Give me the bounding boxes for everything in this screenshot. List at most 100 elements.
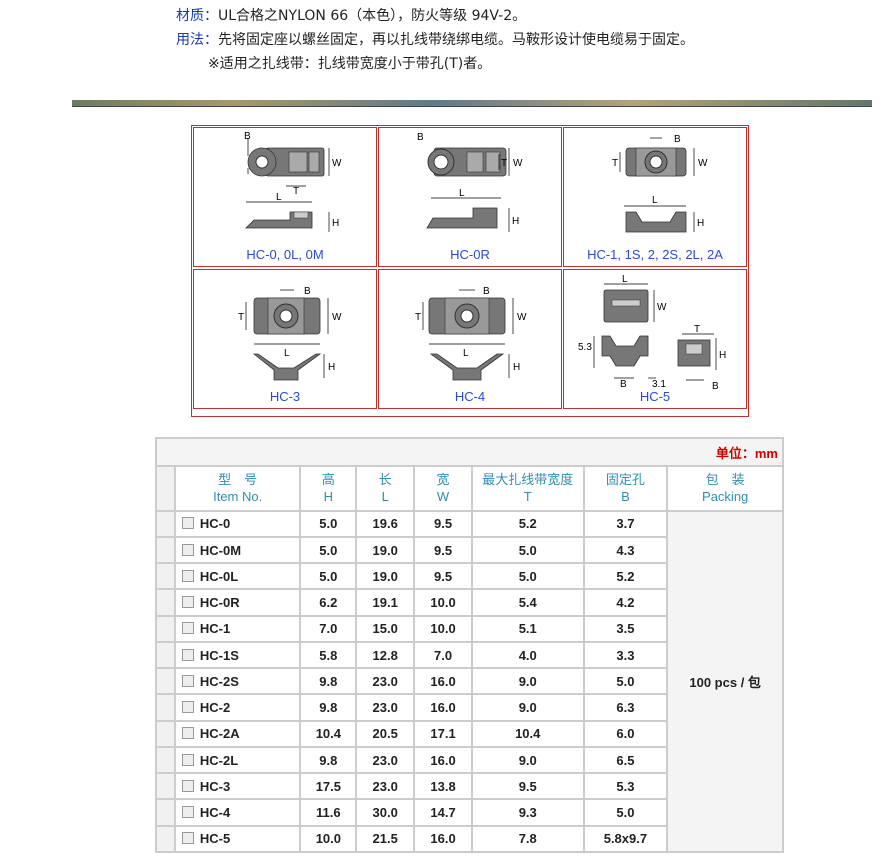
- row-checkbox[interactable]: [181, 569, 194, 582]
- dim-label: T: [415, 312, 421, 323]
- b-cell: 5.0: [582, 798, 669, 827]
- header-zh: 长: [378, 472, 392, 488]
- row-side: [155, 745, 176, 775]
- dim-label: T: [501, 158, 507, 169]
- l-cell: 19.6: [355, 509, 416, 538]
- l-cell: 21.5: [355, 824, 416, 854]
- row-side: [155, 640, 176, 670]
- row-checkbox[interactable]: [181, 596, 194, 609]
- dim-label: L: [284, 348, 290, 359]
- dim-label: W: [698, 158, 708, 169]
- item-cell: HC-2A: [173, 719, 302, 748]
- header-en: Packing: [702, 489, 749, 505]
- w-cell: 16.0: [413, 824, 473, 854]
- row-checkbox[interactable]: [181, 648, 194, 661]
- w-cell: 16.0: [413, 745, 473, 775]
- row-side: [155, 798, 176, 827]
- row-checkbox[interactable]: [181, 753, 194, 766]
- row-side: [155, 667, 176, 696]
- w-cell: 16.0: [413, 693, 473, 722]
- t-cell: 10.4: [470, 719, 585, 748]
- diagram-caption: HC-1, 1S, 2, 2S, 2L, 2A: [587, 247, 723, 262]
- t-cell: 5.0: [470, 535, 585, 565]
- item-name: HC-0: [199, 516, 231, 532]
- row-checkbox[interactable]: [181, 622, 194, 635]
- row-checkbox[interactable]: [181, 727, 194, 740]
- hc-4-drawing: B T W L H: [415, 286, 527, 381]
- item-name: HC-0L: [199, 568, 239, 584]
- diagram-hc-5: L W 5.3 B 3.1 T H B HC-5: [563, 269, 747, 409]
- dim-label: B: [483, 286, 490, 297]
- diagram-caption: HC-5: [639, 389, 671, 404]
- row-side: [155, 824, 176, 854]
- h-cell: 7.0: [299, 614, 358, 643]
- l-cell: 30.0: [355, 798, 416, 827]
- dim-label: B: [620, 379, 627, 390]
- dim-label: B: [712, 381, 719, 392]
- item-cell: HC-4: [173, 798, 302, 827]
- b-cell: 5.2: [582, 562, 669, 591]
- header-zh: 包 装: [705, 472, 745, 488]
- row-checkbox[interactable]: [181, 543, 194, 556]
- item-name: HC-0M: [199, 542, 242, 558]
- dim-label: L: [463, 348, 469, 359]
- diagram-caption: HC-0R: [450, 247, 490, 262]
- header-zh: 型 号: [218, 472, 258, 488]
- dim-label: W: [513, 158, 523, 169]
- row-checkbox[interactable]: [181, 779, 194, 792]
- row-checkbox[interactable]: [181, 701, 194, 714]
- dim-label: L: [276, 192, 282, 203]
- header-en: Item No.: [213, 489, 263, 505]
- row-checkbox[interactable]: [181, 806, 194, 819]
- diagram-hc-1: B T W L H HC-1, 1S, 2, 2S, 2L, 2A: [563, 127, 747, 267]
- row-checkbox[interactable]: [181, 517, 194, 530]
- hc-0-drawing: B W T L H: [244, 131, 342, 232]
- diagram-hc-0r: B T W L H HC-0R: [378, 127, 562, 267]
- w-cell: 7.0: [413, 640, 473, 670]
- t-cell: 9.5: [470, 772, 585, 801]
- header-zh: 固定孔: [605, 472, 645, 488]
- l-cell: 15.0: [355, 614, 416, 643]
- dim-label: B: [674, 134, 681, 145]
- h-cell: 9.8: [299, 667, 358, 696]
- diagram-hc-0: B W T L H HC-0, 0L, 0M: [193, 127, 377, 267]
- dim-label: T: [612, 158, 618, 169]
- t-cell: 5.4: [470, 588, 585, 617]
- b-cell: 5.8x9.7: [582, 824, 669, 854]
- l-cell: 23.0: [355, 772, 416, 801]
- row-side: [155, 562, 176, 591]
- header-en: T: [523, 489, 532, 505]
- item-name: HC-1: [199, 621, 231, 637]
- t-cell: 5.2: [470, 509, 585, 538]
- row-side: [155, 509, 176, 538]
- w-cell: 16.0: [413, 667, 473, 696]
- b-cell: 5.0: [582, 667, 669, 696]
- h-cell: 6.2: [299, 588, 358, 617]
- b-cell: 6.0: [582, 719, 669, 748]
- dim-label: H: [332, 218, 339, 229]
- dim-label: W: [332, 158, 342, 169]
- b-cell: 5.3: [582, 772, 669, 801]
- h-cell: 5.8: [299, 640, 358, 670]
- dim-label: B: [304, 286, 311, 297]
- row-side: [155, 719, 176, 748]
- row-checkbox[interactable]: [181, 832, 194, 845]
- row-side: [155, 614, 176, 643]
- item-name: HC-3: [199, 778, 231, 794]
- row-side: [155, 772, 176, 801]
- w-cell: 13.8: [413, 772, 473, 801]
- hc-5-drawing: L W 5.3 B 3.1 T H B: [578, 274, 726, 392]
- dim-label: W: [657, 302, 667, 313]
- row-checkbox[interactable]: [181, 674, 194, 687]
- h-cell: 17.5: [299, 772, 358, 801]
